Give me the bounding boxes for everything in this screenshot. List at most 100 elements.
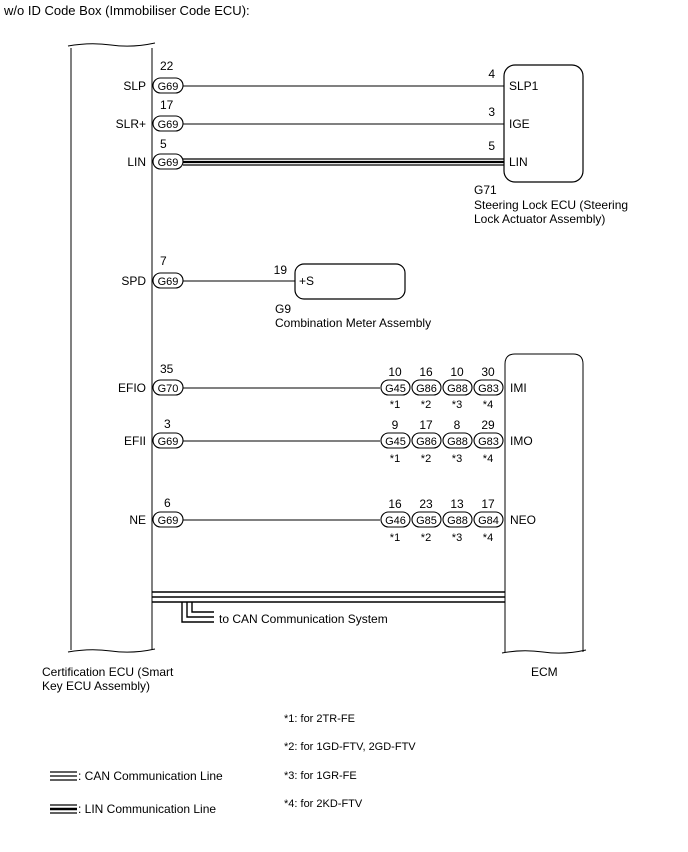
connector-label-efii: G69 xyxy=(158,436,179,448)
can-bus: to CAN Communication System xyxy=(152,591,505,626)
pin-label-ige: IGE xyxy=(509,117,530,131)
footnote-1: *1: for 2TR-FE xyxy=(284,713,355,725)
connector-label-efio: G70 xyxy=(158,383,179,395)
note-mark-4: *4 xyxy=(483,532,493,544)
connector-ecm-label-4: G83 xyxy=(478,436,499,448)
connector-ecm-label-3: G88 xyxy=(447,436,468,448)
note-mark-3: *3 xyxy=(452,399,462,411)
pin-label-slp1: SLP1 xyxy=(509,79,539,93)
ecm-row-efii: EFII 3 G69 9 17 8 29 G45 G86 G88 G83 *1 … xyxy=(124,417,533,465)
note-mark-1: *1 xyxy=(390,399,400,411)
pin-number-efio: 35 xyxy=(160,362,174,376)
connector-ecm-2 xyxy=(411,511,442,528)
steering-lock-name-1: Steering Lock ECU (Steering xyxy=(474,198,628,212)
note-mark-4: *4 xyxy=(483,453,493,465)
note-mark-4: *4 xyxy=(483,399,493,411)
meter-code: G9 xyxy=(275,302,291,316)
ecm-pin-2: 16 xyxy=(419,365,433,379)
pin-number-slp1: 4 xyxy=(488,67,495,81)
connector-ecm-2 xyxy=(411,379,442,396)
connector-ecm-1 xyxy=(380,511,411,528)
pin-number-lin-right: 5 xyxy=(488,139,495,153)
connector-ecm-3 xyxy=(442,432,473,449)
pin-number-efii: 3 xyxy=(164,417,171,431)
connector-ecm-label-1: G45 xyxy=(385,383,406,395)
pin-label-slp: SLP xyxy=(123,79,146,93)
connector-ecm-label-3: G88 xyxy=(447,515,468,527)
can-system-label: to CAN Communication System xyxy=(219,612,388,626)
steering-lock-name-2: Lock Actuator Assembly) xyxy=(474,212,605,226)
connector-ecm-4 xyxy=(473,511,504,528)
ecm-box: ECM xyxy=(501,353,587,679)
connector-label-slr: G69 xyxy=(158,119,179,131)
connector-label-lin: G69 xyxy=(158,157,179,169)
pin-number-ne: 6 xyxy=(164,496,171,510)
note-mark-2: *2 xyxy=(421,399,431,411)
connector-ecm-label-2: G86 xyxy=(416,436,437,448)
pin-label-ne: NE xyxy=(129,513,146,527)
steering-lock-ecu: G71 Steering Lock ECU (Steering Lock Act… xyxy=(474,64,628,226)
pin-label-imo: IMO xyxy=(510,434,533,448)
ecm-pin-2: 23 xyxy=(419,497,433,511)
legend-can: : CAN Communication Line xyxy=(50,769,223,783)
footnotes: *1: for 2TR-FE *2: for 1GD-FTV, 2GD-FTV … xyxy=(284,713,416,810)
connector-ecm-label-4: G84 xyxy=(478,515,499,527)
pin-label-lin-right: LIN xyxy=(509,155,528,169)
ecm-row-ne: NE 6 G69 16 23 13 17 G46 G85 G88 G84 *1 … xyxy=(129,496,536,544)
pin-label-plus-s: +S xyxy=(299,274,314,288)
connector-g70-efio xyxy=(152,379,184,396)
legend-lin-label: : LIN Communication Line xyxy=(78,802,216,816)
connector-ecm-label-2: G86 xyxy=(416,383,437,395)
pin-label-neo: NEO xyxy=(510,513,536,527)
connector-g69-efii xyxy=(152,432,184,449)
steering-lock-code: G71 xyxy=(474,183,497,197)
legend-lin: : LIN Communication Line xyxy=(50,802,216,816)
connector-ecm-4 xyxy=(473,432,504,449)
ecm-pin-1: 16 xyxy=(388,497,402,511)
pin-number-slr: 17 xyxy=(160,98,174,112)
connector-g69-lin xyxy=(152,153,184,170)
connector-g69-spd xyxy=(152,272,184,289)
note-mark-1: *1 xyxy=(390,453,400,465)
connector-label-slp: G69 xyxy=(158,81,179,93)
connector-ecm-label-4: G83 xyxy=(478,383,499,395)
pin-label-imi: IMI xyxy=(510,381,527,395)
certification-ecu: Certification ECU (Smart Key ECU Assembl… xyxy=(42,42,174,693)
combination-meter: SPD 7 G69 19 +S G9 Combination Meter Ass… xyxy=(121,254,431,330)
connector-ecm-3 xyxy=(442,511,473,528)
ecm-pin-2: 17 xyxy=(419,418,433,432)
note-mark-3: *3 xyxy=(452,453,462,465)
meter-name: Combination Meter Assembly xyxy=(275,316,431,330)
connector-g69-ne xyxy=(152,511,184,528)
pin-number-spd: 7 xyxy=(160,254,167,268)
steering-row-slr: SLR+ 17 G69 3 IGE xyxy=(116,98,530,132)
ecm-pin-1: 9 xyxy=(392,418,399,432)
diagram-title: w/o ID Code Box (Immobiliser Code ECU): xyxy=(3,3,250,18)
ecm-pin-3: 13 xyxy=(450,497,464,511)
connector-ecm-label-2: G85 xyxy=(416,515,437,527)
pin-label-slr: SLR+ xyxy=(116,117,146,131)
ecm-pin-3: 10 xyxy=(450,365,464,379)
connector-ecm-4 xyxy=(473,379,504,396)
ecm-row-efio: EFIO 35 G70 10 16 10 30 G45 G86 G88 G83 … xyxy=(118,362,527,411)
pin-label-efii: EFII xyxy=(124,434,146,448)
ecm-pin-3: 8 xyxy=(454,418,461,432)
pin-number-ige: 3 xyxy=(488,105,495,119)
footnote-3: *3: for 1GR-FE xyxy=(284,770,357,782)
note-mark-2: *2 xyxy=(421,453,431,465)
connector-label-spd: G69 xyxy=(158,276,179,288)
connector-ecm-label-1: G45 xyxy=(385,436,406,448)
pin-label-spd: SPD xyxy=(121,274,146,288)
certification-ecu-label-2: Key ECU Assembly) xyxy=(42,679,150,693)
steering-row-lin: LIN 5 G69 5 LIN xyxy=(127,137,528,170)
footnote-4: *4: for 2KD-FTV xyxy=(284,798,363,810)
pin-label-lin: LIN xyxy=(127,155,146,169)
connector-ecm-2 xyxy=(411,432,442,449)
legend-can-label: : CAN Communication Line xyxy=(78,769,223,783)
ecm-pin-4: 17 xyxy=(481,497,495,511)
ecm-pin-1: 10 xyxy=(388,365,402,379)
connector-label-ne: G69 xyxy=(158,515,179,527)
certification-ecu-label-1: Certification ECU (Smart xyxy=(42,665,174,679)
pin-number-plus-s: 19 xyxy=(274,263,288,277)
